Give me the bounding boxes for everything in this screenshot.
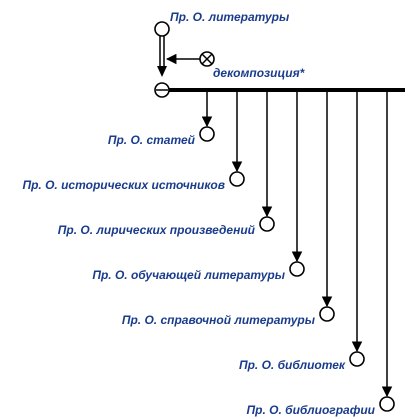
cancel-node-cross-b <box>201 53 213 65</box>
child-node <box>319 306 335 322</box>
child-label: Пр. О. исторических источников <box>22 178 225 192</box>
child-label: Пр. О. обучающей литературы <box>92 268 285 282</box>
child-node <box>259 216 275 232</box>
child-label: Пр. О. библиографии <box>247 403 376 417</box>
child-node <box>289 261 305 277</box>
child-node <box>379 396 395 412</box>
source-node <box>154 21 170 37</box>
child-label: Пр. О. справочной литературы <box>122 313 316 327</box>
child-node <box>349 351 365 367</box>
child-node <box>229 171 245 187</box>
child-label: Пр. О. лирических произведений <box>58 223 256 237</box>
operation-label: декомпозиция* <box>213 66 306 80</box>
child-label: Пр. О. статей <box>108 133 196 147</box>
child-label: Пр. О. библиотек <box>239 358 346 372</box>
source-label: Пр. О. литературы <box>170 10 290 24</box>
child-node <box>199 126 215 142</box>
source-connector-arrow <box>157 66 167 77</box>
